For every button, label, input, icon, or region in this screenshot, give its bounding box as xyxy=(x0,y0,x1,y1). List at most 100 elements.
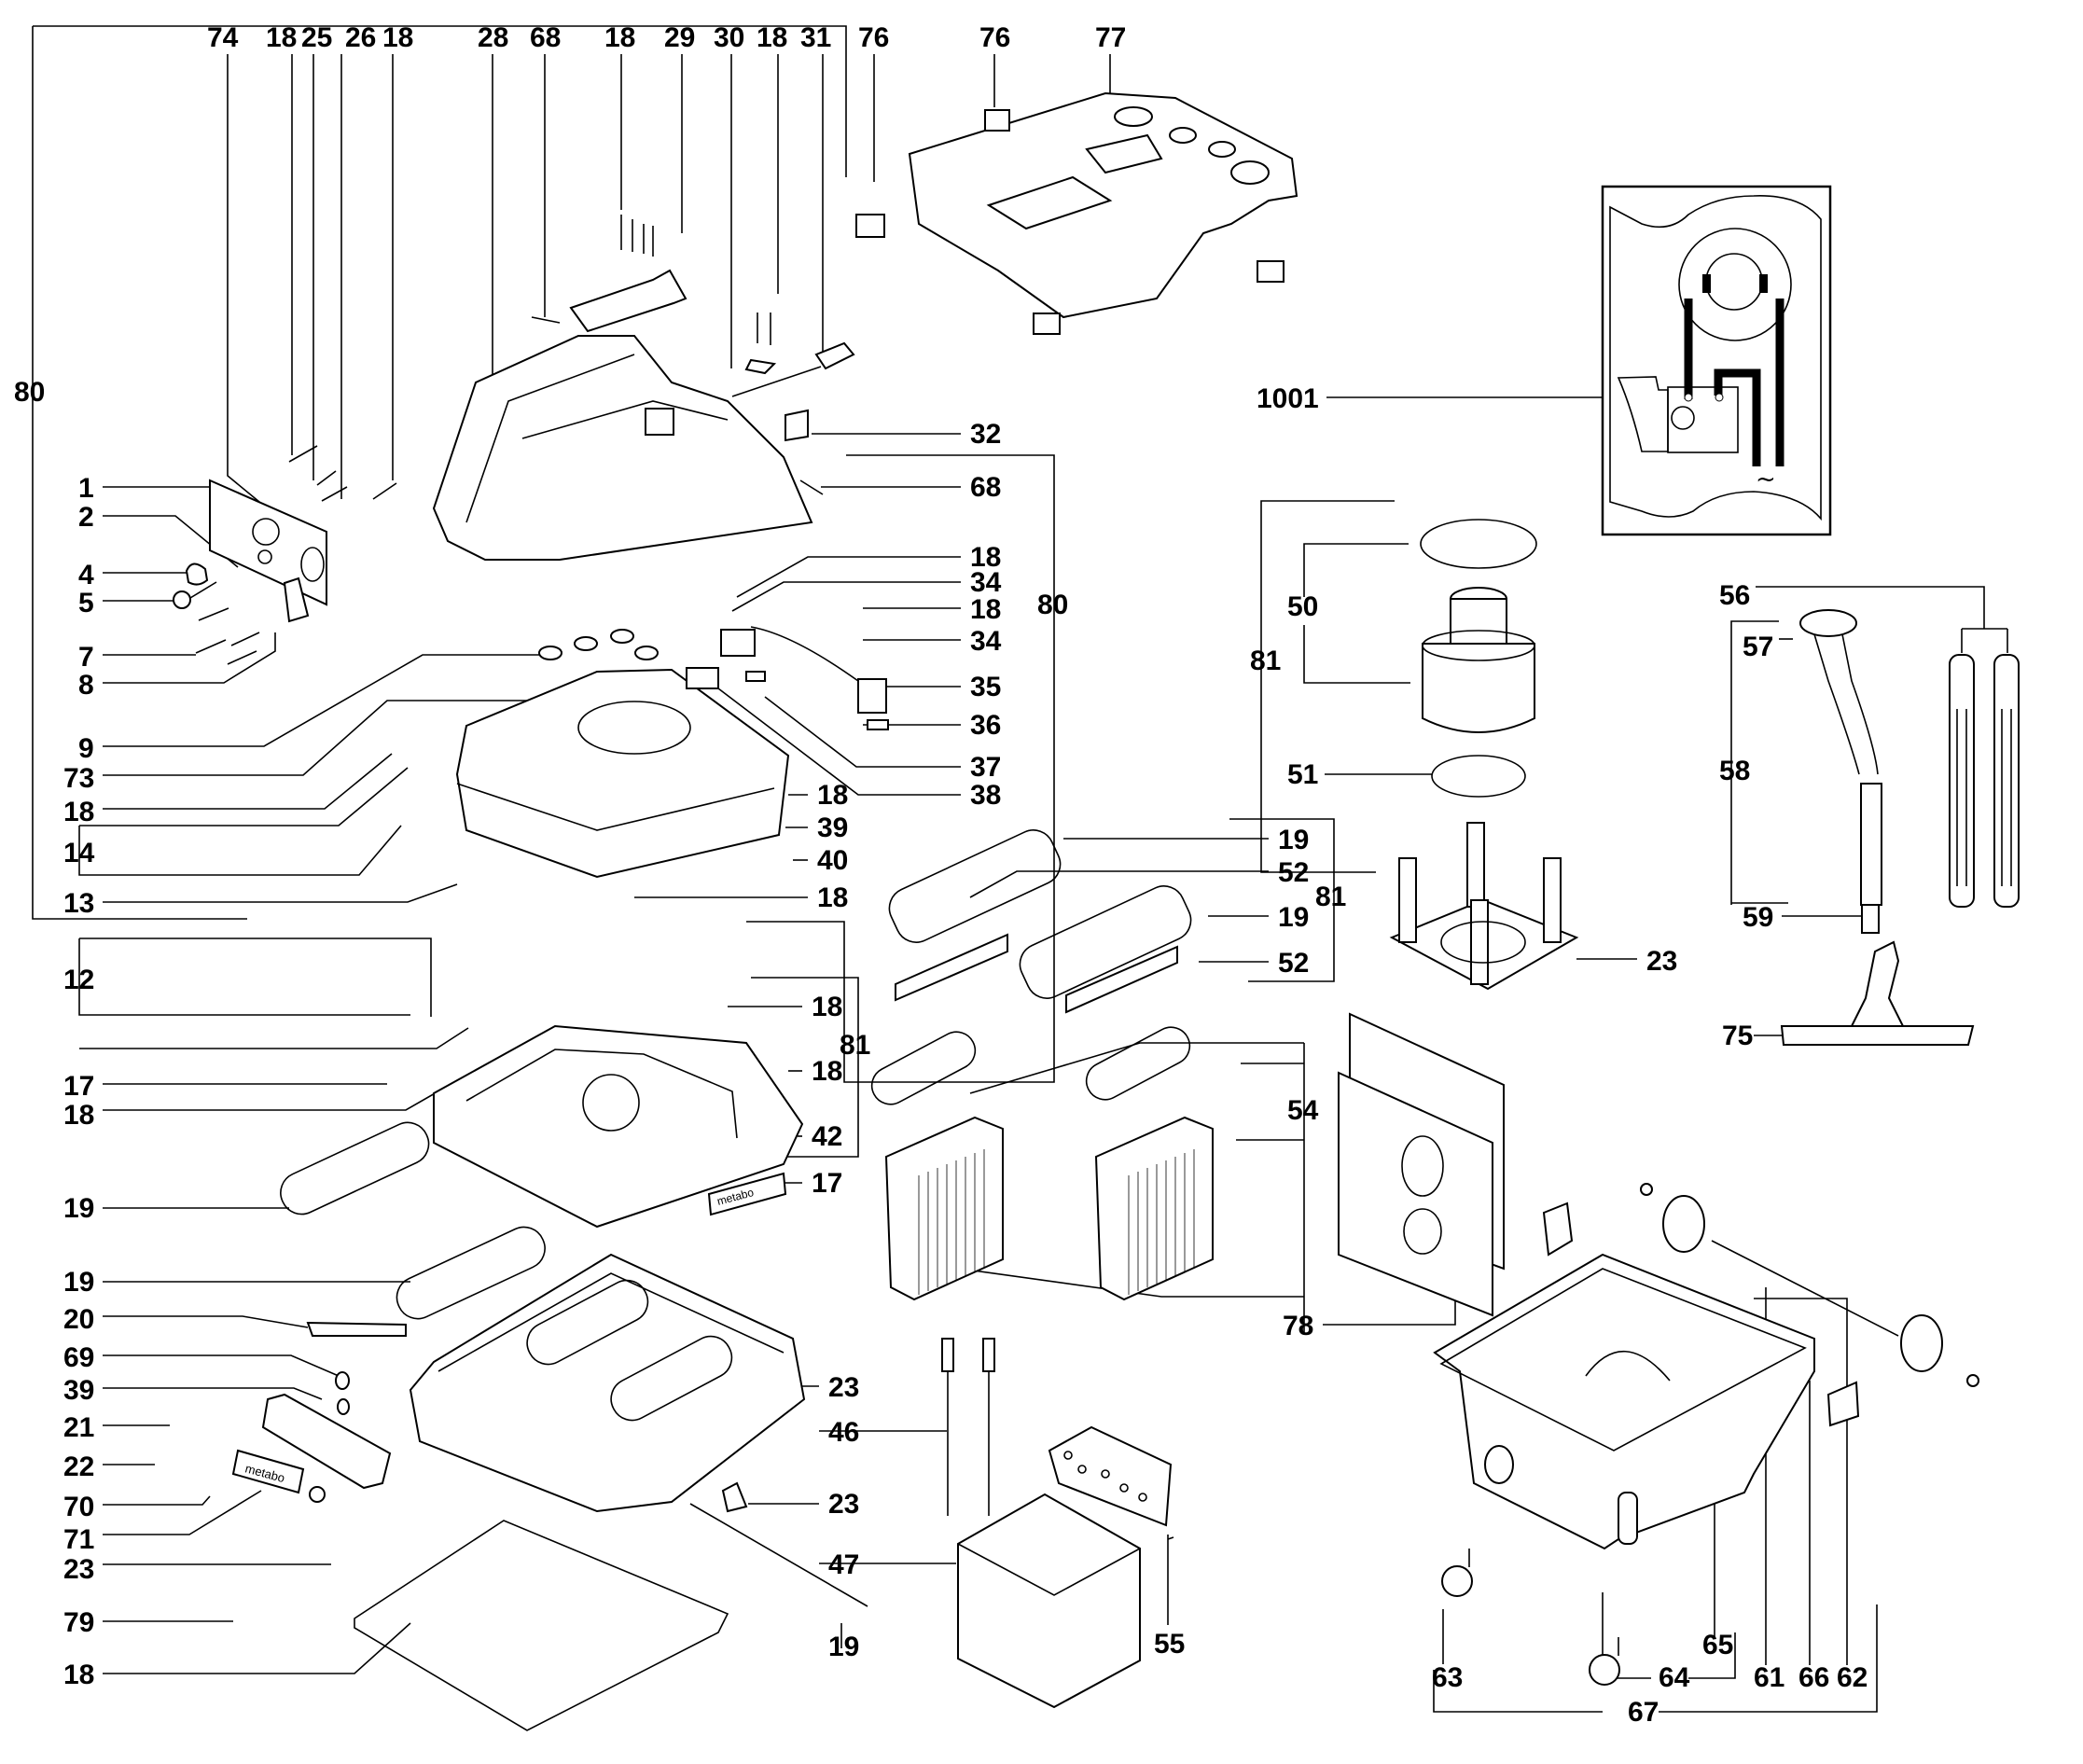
top-leader-lines xyxy=(32,25,1134,920)
callout-23: 23 xyxy=(1646,946,1677,977)
callout-18: 18 xyxy=(63,1100,94,1131)
callout-55: 55 xyxy=(1154,1629,1185,1660)
callout-63: 63 xyxy=(1432,1662,1463,1693)
top-tray xyxy=(908,91,1298,319)
callout-68: 68 xyxy=(970,472,1001,503)
callout-67: 67 xyxy=(1628,1697,1659,1728)
callout-18: 18 xyxy=(812,1056,842,1087)
callout-71: 71 xyxy=(63,1524,94,1555)
callout-28: 28 xyxy=(478,22,508,53)
callout-81: 81 xyxy=(1315,882,1346,912)
base-housing xyxy=(409,1253,806,1513)
knobs xyxy=(173,563,217,609)
callout-34: 34 xyxy=(970,567,1002,598)
callout-7: 7 xyxy=(78,642,94,673)
float-box xyxy=(957,1493,1141,1709)
handle xyxy=(531,215,687,333)
callout-18: 18 xyxy=(970,594,1001,625)
callout-1: 1 xyxy=(78,473,94,504)
callout-21: 21 xyxy=(63,1412,94,1443)
callout-2: 2 xyxy=(78,502,94,533)
callout-70: 70 xyxy=(63,1492,94,1522)
callout-23: 23 xyxy=(828,1372,859,1403)
metabo-plate-17 xyxy=(707,1172,787,1216)
callout-79: 79 xyxy=(63,1607,94,1638)
callout-74: 74 xyxy=(207,22,239,53)
center-callouts: 32 68 18 34 18 34 35 36 37 38 80 18 39 4… xyxy=(812,419,1185,1662)
callout-34: 34 xyxy=(970,626,1002,657)
label-plate-32 xyxy=(785,409,809,442)
callout-69: 69 xyxy=(63,1342,94,1373)
bracket-80-left xyxy=(32,26,247,920)
callout-1001: 1001 xyxy=(1257,383,1319,414)
callout-19: 19 xyxy=(63,1193,94,1224)
callout-40: 40 xyxy=(817,845,848,876)
callout-30: 30 xyxy=(714,22,744,53)
callout-39: 39 xyxy=(63,1375,94,1406)
cartridge-filters xyxy=(884,1116,1214,1301)
callout-18: 18 xyxy=(757,22,787,53)
dust-container xyxy=(1433,1253,1815,1550)
container-leader-lines xyxy=(1433,1287,1878,1713)
bracket-80-top xyxy=(33,25,847,177)
motor-stand xyxy=(1389,822,1579,991)
callout-61: 61 xyxy=(1754,1662,1784,1693)
callout-68: 68 xyxy=(530,22,561,53)
callout-18: 18 xyxy=(812,992,842,1022)
bracket-clip xyxy=(1542,1201,1574,1257)
callout-26: 26 xyxy=(345,22,376,53)
callout-18: 18 xyxy=(382,22,413,53)
latch: metabo xyxy=(231,1321,407,1503)
callout-19: 19 xyxy=(63,1267,94,1298)
callout-39: 39 xyxy=(817,813,848,843)
left-callouts: 80 1 2 4 5 7 8 9 73 18 14 13 12 17 18 19… xyxy=(14,377,95,1690)
feet-76 xyxy=(855,109,1285,335)
callout-78: 78 xyxy=(1283,1311,1313,1341)
float-block xyxy=(1048,1425,1173,1527)
motor-assembly xyxy=(1420,519,1537,798)
callout-13: 13 xyxy=(63,888,94,919)
screws-left xyxy=(195,445,397,665)
callout-54: 54 xyxy=(1287,1095,1319,1126)
top-callouts: 74 18 25 26 18 28 68 18 29 30 18 31 76 7… xyxy=(207,22,1126,53)
callout-20: 20 xyxy=(63,1304,94,1335)
callout-52: 52 xyxy=(1278,948,1309,979)
wiring-diagram-box: ~ xyxy=(1601,185,1832,536)
callout-38: 38 xyxy=(970,780,1001,811)
casters xyxy=(1441,1549,1620,1686)
callout-8: 8 xyxy=(78,670,94,701)
callout-42: 42 xyxy=(812,1121,842,1152)
callout-31: 31 xyxy=(800,22,831,53)
callout-47: 47 xyxy=(828,1549,859,1580)
callout-23: 23 xyxy=(828,1489,859,1520)
callout-5: 5 xyxy=(78,588,94,618)
callout-19: 19 xyxy=(828,1632,859,1662)
motor-housing xyxy=(455,668,790,879)
callout-76: 76 xyxy=(979,22,1010,53)
callout-81: 81 xyxy=(1250,646,1281,676)
callout-18: 18 xyxy=(604,22,635,53)
callout-35: 35 xyxy=(970,672,1001,702)
pin-68 xyxy=(799,479,824,495)
callout-80: 80 xyxy=(1037,590,1068,620)
callout-65: 65 xyxy=(1702,1630,1733,1660)
callout-18: 18 xyxy=(63,1660,94,1690)
power-cord xyxy=(731,313,855,397)
washers xyxy=(538,629,659,660)
float-rods xyxy=(941,1338,995,1516)
callout-73: 73 xyxy=(63,763,94,794)
filter-bag xyxy=(1338,1012,1505,1317)
callout-18: 18 xyxy=(266,22,297,53)
filter-callouts: 19 52 19 52 81 54 78 xyxy=(1278,825,1346,1341)
clip-23 xyxy=(721,1481,748,1513)
cord-19 xyxy=(689,1503,868,1607)
base-gasket xyxy=(354,1520,729,1731)
callout-23: 23 xyxy=(63,1554,94,1585)
callout-19: 19 xyxy=(1278,825,1309,855)
electrical-components xyxy=(686,626,889,730)
callout-66: 66 xyxy=(1798,1662,1829,1693)
top-cover xyxy=(432,335,813,561)
ac-symbol: ~ xyxy=(1756,465,1776,493)
callout-29: 29 xyxy=(664,22,695,53)
callout-9: 9 xyxy=(78,733,94,764)
